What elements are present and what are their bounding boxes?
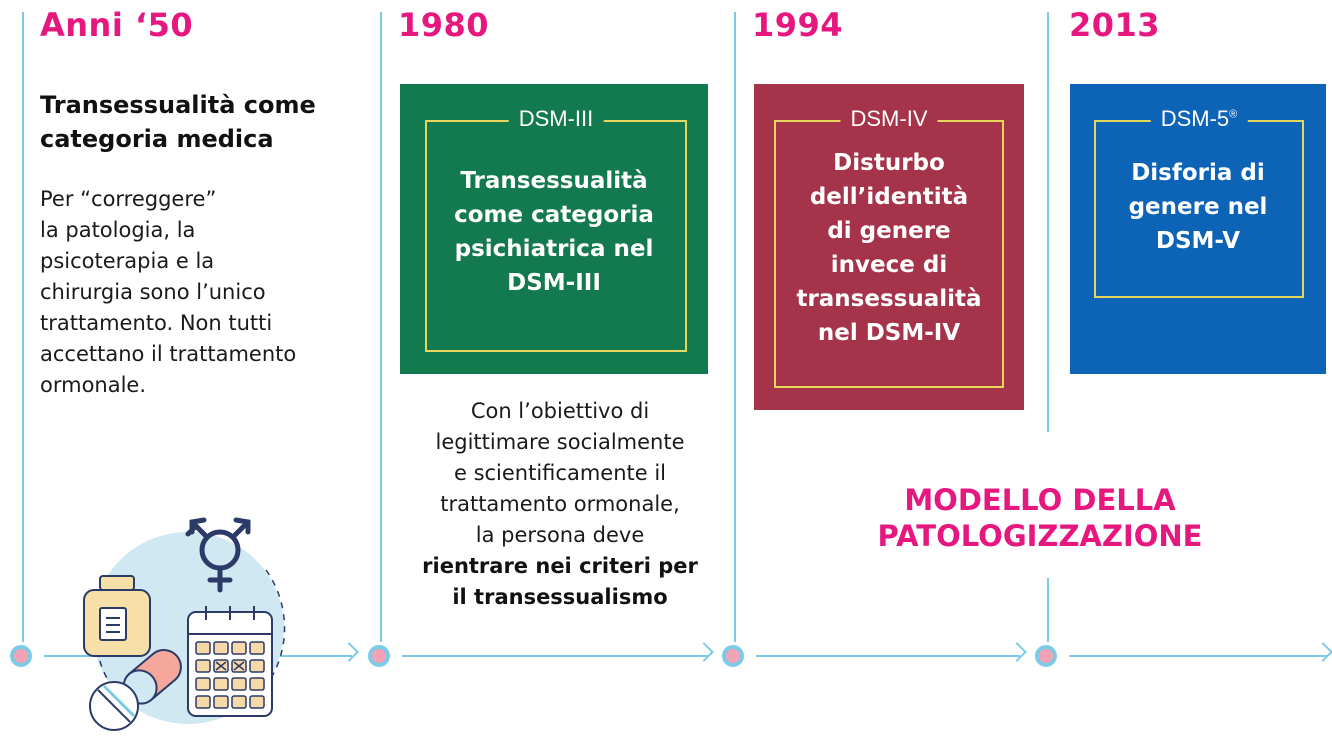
- timeline-divider-2: [380, 12, 382, 642]
- dsm-iii-description: Transessualità come categoria psichiatri…: [454, 168, 654, 296]
- arrow-right-icon: [339, 642, 359, 662]
- dsm-5-frame: DSM-5®: [1094, 106, 1304, 298]
- pills-icon: [89, 649, 182, 731]
- timeline-divider-4b: [1047, 578, 1049, 642]
- period-1980-description: Con l’obiettivo di legittimare socialmen…: [422, 399, 698, 609]
- dsm-iv-label: DSM-IV: [840, 106, 938, 132]
- timeline-segment-2: [402, 655, 708, 657]
- timeline-dot-3: [722, 645, 744, 667]
- arrow-right-icon: [1007, 642, 1027, 662]
- year-label-1980: 1980: [398, 6, 490, 44]
- dsm-iii-box: DSM-III Transessualità come categoria ps…: [400, 84, 708, 374]
- year-label-1950s: Anni ‘50: [40, 6, 194, 44]
- timeline-divider-1: [22, 12, 24, 642]
- year-label-2013: 2013: [1069, 6, 1161, 44]
- model-title: MODELLO DELLA PATOLOGIZZAZIONE: [877, 483, 1203, 553]
- period-description: Per “correggere” la patologia, la psicot…: [40, 187, 297, 397]
- medical-treatment-illustration: [83, 517, 286, 731]
- year-label-1994: 1994: [752, 6, 844, 44]
- medicine-bottle-icon: [83, 575, 151, 657]
- dsm-iv-frame: DSM-IV: [774, 106, 1004, 388]
- period-heading: Transessualità come categoria medica: [40, 91, 316, 153]
- dsm-iv-box: DSM-IV Disturbo dell’identità di genere …: [754, 84, 1024, 410]
- timeline-divider-4a: [1047, 12, 1049, 432]
- dsm-5-label: DSM-5®: [1150, 106, 1248, 132]
- timeline-dot-4: [1035, 645, 1057, 667]
- timeline-divider-3: [734, 12, 736, 642]
- timeline-dot-2: [368, 645, 390, 667]
- timeline-segment-3: [756, 655, 1020, 657]
- transgender-symbol-icon: [185, 517, 251, 593]
- timeline-segment-4: [1069, 655, 1327, 657]
- dsm-iii-frame: DSM-III: [425, 106, 687, 352]
- arrow-right-icon: [694, 642, 714, 662]
- timeline-dot-1: [10, 645, 32, 667]
- dsm-5-box: DSM-5® Disforia di genere nel DSM-V: [1070, 84, 1326, 374]
- dsm-iii-label: DSM-III: [508, 106, 604, 132]
- arrow-right-icon: [1313, 642, 1332, 662]
- dsm-5-description: Disforia di genere nel DSM-V: [1128, 160, 1268, 254]
- calendar-icon: [187, 606, 273, 717]
- dsm-iv-description: Disturbo dell’identità di genere invece …: [796, 150, 982, 346]
